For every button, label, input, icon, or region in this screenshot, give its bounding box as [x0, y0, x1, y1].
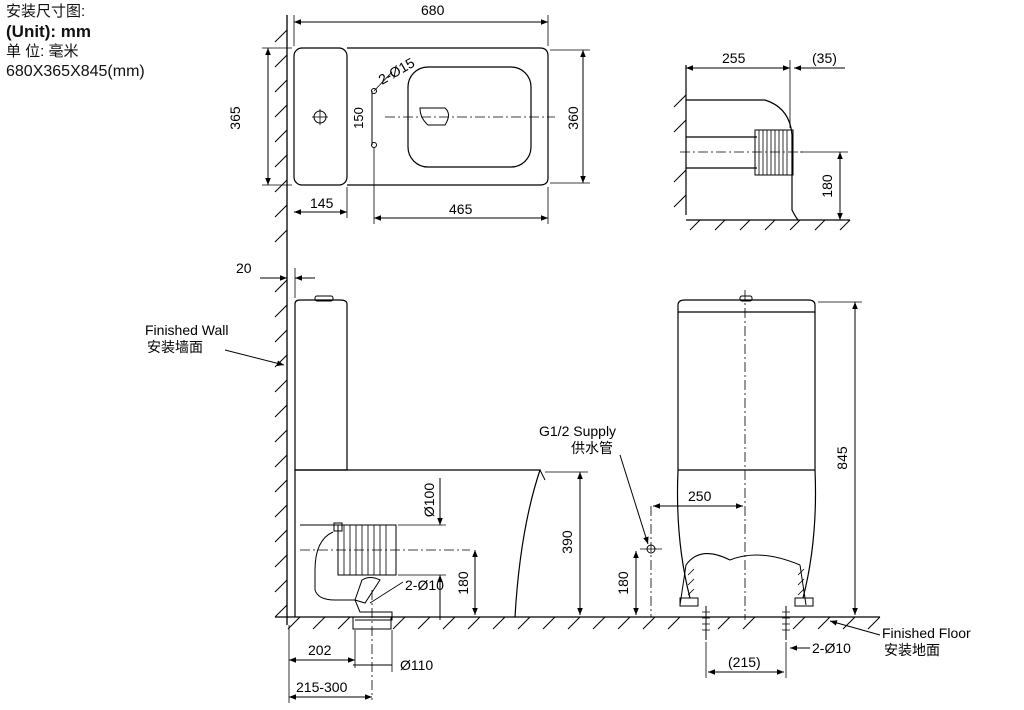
- unit-label-cn: 单 位: 毫米: [6, 43, 79, 60]
- dim-depth: 365: [227, 106, 243, 130]
- dim-total-height: 845: [834, 446, 850, 470]
- finished-wall: [274, 15, 288, 625]
- label-supply-cn: 供水管: [571, 440, 613, 456]
- dim-pipe-dia: Ø100: [421, 483, 437, 517]
- tank-lid-front: [677, 299, 816, 313]
- outlet-detail-view: [673, 60, 851, 231]
- dim-width: 680: [421, 2, 445, 18]
- finished-floor: [275, 616, 881, 630]
- dim-bolt-spacing: (215): [728, 654, 761, 670]
- dim-tank-offset: 202: [308, 642, 332, 658]
- dim-rough-in: 215-300: [296, 679, 348, 695]
- tank-outline: [293, 47, 348, 186]
- label-finished-wall-en: Finished Wall: [145, 322, 229, 338]
- dim-wall-gap: 20: [236, 260, 252, 276]
- dim-wall-offset: 255: [722, 50, 746, 66]
- bowl-side: [295, 469, 541, 618]
- tank-front: [677, 312, 816, 471]
- dim-bowl-depth: 360: [565, 106, 581, 130]
- dim-bowl-length: 465: [449, 201, 473, 217]
- dim-supply-height: 180: [615, 571, 631, 595]
- label-finished-floor-en: Finished Floor: [882, 625, 971, 641]
- header-block: 安装尺寸图: (Unit): mm 单 位: 毫米 680X365X845(mm…: [6, 2, 145, 82]
- label-bolt-holes-side: 2-Ø10: [405, 577, 444, 593]
- label-holes: 2-Ø15: [376, 54, 418, 87]
- top-view: [262, 15, 590, 224]
- dim-outlet-len: (35): [812, 50, 837, 66]
- dim-outlet-dia: Ø110: [400, 657, 433, 673]
- label-supply-en: G1/2 Supply: [539, 423, 616, 439]
- label-bolt-holes-front: 2-Ø10: [812, 640, 851, 656]
- dim-outlet-height-detail: 180: [819, 174, 835, 198]
- dim-outlet-height: 180: [455, 571, 471, 595]
- front-view: [619, 290, 881, 678]
- bowl-front: [676, 469, 817, 599]
- unit-label-en: (Unit): mm: [6, 22, 91, 41]
- tank-side: [294, 299, 348, 471]
- dim-tank-depth: 145: [310, 195, 334, 211]
- title-cn: 安装尺寸图:: [6, 3, 86, 20]
- overall-dimensions: 680X365X845(mm): [6, 63, 145, 80]
- side-view: [224, 268, 588, 703]
- dim-bowl-height: 390: [559, 530, 575, 554]
- label-finished-floor-cn: 安装地面: [884, 642, 940, 658]
- label-finished-wall-cn: 安装墙面: [147, 339, 203, 355]
- dim-hole-spacing: 150: [351, 107, 366, 129]
- dim-supply-offset: 250: [688, 488, 712, 504]
